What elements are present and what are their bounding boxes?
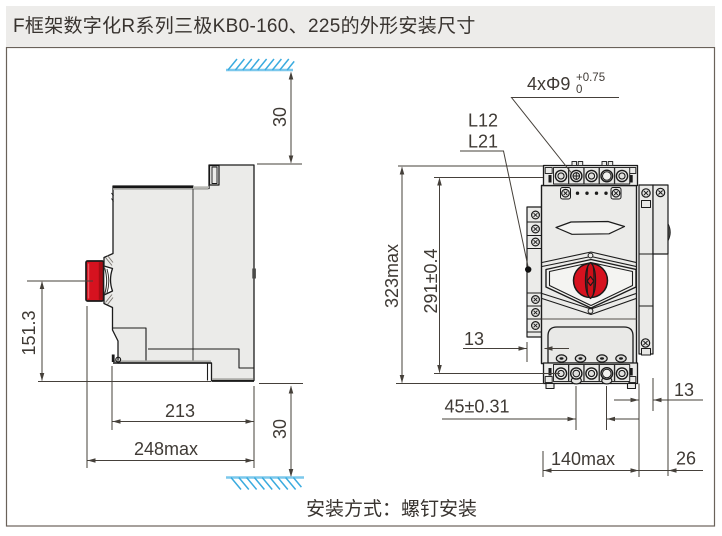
side-view-top-tab	[208, 164, 220, 186]
dim-accessory-total-text: 26	[676, 449, 696, 469]
side-view-body	[103, 164, 255, 382]
ceiling-hatch	[226, 58, 295, 72]
dim-body-depth-text: 213	[165, 401, 195, 421]
dim-handle-height: 151.3	[19, 280, 211, 382]
side-accessory	[638, 184, 671, 356]
hole-spec-text: 4xΦ9	[527, 74, 570, 94]
label-wire-marks: L12 L21	[460, 111, 529, 267]
dim-hole-pitch-h: 45±0.31	[442, 386, 639, 430]
dim-body-width-text: 140max	[551, 449, 615, 469]
front-view-top-terminals	[542, 161, 639, 187]
arc-cover	[547, 326, 634, 364]
dim-hole-pitch-v: 291±0.4	[421, 177, 560, 374]
wire-mark-2-text: L21	[468, 132, 498, 152]
dim-total-height-text: 323max	[382, 244, 402, 308]
dim-hole-pitch-h-text: 45±0.31	[445, 397, 510, 417]
dim-top-clearance-text: 30	[270, 107, 290, 127]
dim-left-strip-text: 13	[464, 329, 484, 349]
dim-bottom-clearance-text: 30	[270, 419, 290, 439]
label-hole-spec: 4xΦ9 +0.75 0	[510, 72, 619, 174]
dim-accessory-width: 13	[614, 380, 703, 403]
hole-spec-tol-upper: +0.75	[576, 72, 605, 84]
annotations: 30 151.3 213	[19, 58, 703, 490]
dim-handle-height-text: 151.3	[19, 310, 39, 355]
dim-left-strip: 13	[463, 329, 569, 362]
front-view	[525, 161, 671, 390]
dim-top-clearance: 30	[226, 58, 302, 165]
dim-total-depth: 248max	[86, 306, 254, 468]
dim-total-depth-text: 248max	[134, 439, 198, 459]
hole-spec-tol-lower: 0	[576, 84, 582, 96]
title-bar: F框架数字化R系列三极KB0-160、225的外形安装尺寸	[6, 6, 715, 47]
page-title: F框架数字化R系列三极KB0-160、225的外形安装尺寸	[13, 16, 476, 37]
side-view	[85, 164, 256, 382]
front-view-face-screws	[560, 187, 622, 200]
dim-total-height: 323max	[382, 165, 544, 384]
dim-hole-pitch-v-text: 291±0.4	[421, 249, 441, 314]
wire-mark-point	[525, 266, 532, 273]
dim-bottom-clearance: 30	[226, 383, 304, 490]
rating-label-window	[555, 220, 626, 235]
floor-hatch	[226, 476, 304, 490]
front-view-left-terminal-strip	[525, 206, 545, 338]
side-view-right-clip	[252, 268, 256, 279]
dim-body-depth: 213	[111, 366, 255, 468]
breaker-knob	[572, 261, 609, 300]
mounting-caption: 安装方式：螺钉安装	[306, 499, 478, 520]
wire-mark-1-text: L12	[468, 111, 498, 131]
dim-body-width: 140max 26	[542, 254, 703, 477]
dim-accessory-width-text: 13	[674, 380, 694, 400]
